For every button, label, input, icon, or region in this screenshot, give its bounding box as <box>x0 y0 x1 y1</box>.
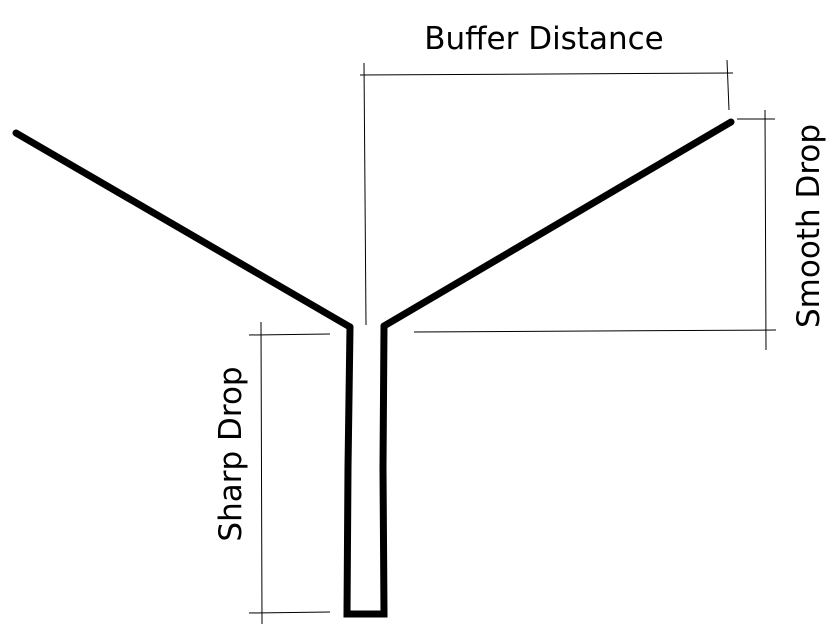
sharp-drop-label: Sharp Drop <box>213 366 249 541</box>
channel-outline <box>343 322 388 618</box>
sharp-drop-vertical-line <box>260 321 263 625</box>
buffer-distance-horizontal-line <box>359 72 734 76</box>
smooth-drop-dimension: Smooth Drop <box>413 109 827 351</box>
sharp-drop-dimension: Sharp Drop <box>213 321 331 625</box>
right-slope-line <box>380 118 735 330</box>
smooth-drop-bottom-extension <box>413 329 777 333</box>
smooth-drop-vertical-line <box>764 109 767 351</box>
buffer-distance-dimension: Buffer Distance <box>359 21 734 326</box>
buffer-distance-left-extension <box>363 62 367 326</box>
sharp-drop-bottom-extension <box>248 611 331 614</box>
profile-shape <box>12 118 735 618</box>
buffer-distance-right-tick <box>726 59 730 111</box>
sharp-drop-top-extension <box>248 333 331 336</box>
smooth-drop-label: Smooth Drop <box>791 124 827 328</box>
buffer-distance-label: Buffer Distance <box>424 21 664 57</box>
left-slope-line <box>12 129 354 331</box>
